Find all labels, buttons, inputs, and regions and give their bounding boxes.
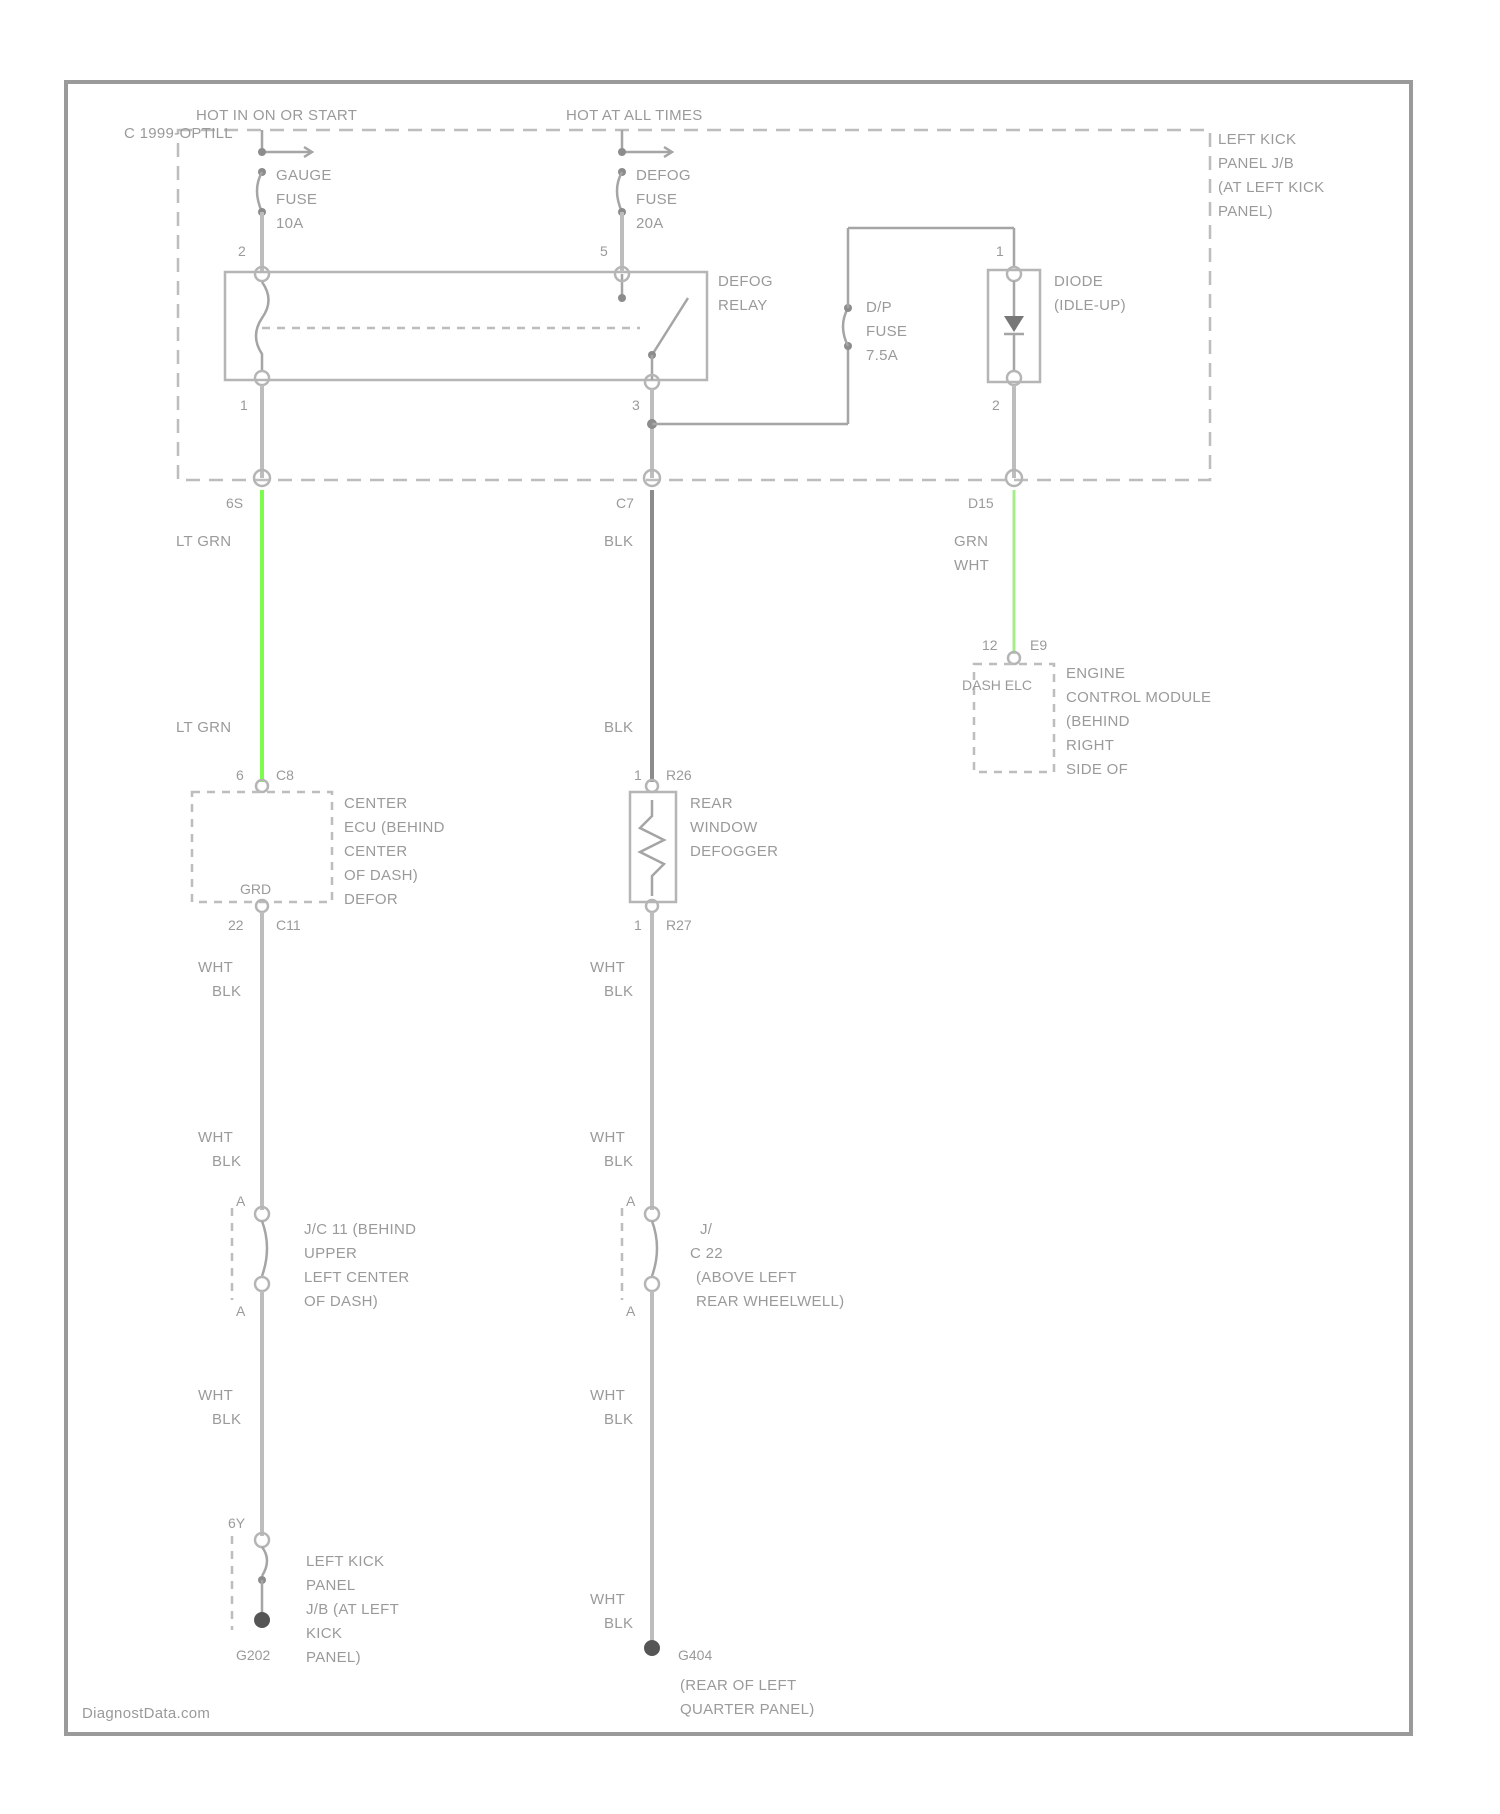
hot-run-start-label: HOT IN ON OR START — [196, 107, 357, 124]
junction-1-line-1: J/C 11 (BEHIND — [304, 1221, 416, 1238]
gauge-fuse-line-3: 10A — [276, 215, 304, 232]
jb-left-ref-label: C 1999-OPTILL — [124, 125, 233, 142]
jb-label-line-3: (AT LEFT KICK — [1218, 179, 1324, 196]
jb2-line-1: LEFT KICK — [306, 1553, 384, 1570]
wire-lt-grn-lower: LT GRN — [176, 719, 231, 736]
junction-1-line-3: LEFT CENTER — [304, 1269, 410, 1286]
ground-g202-label: G202 — [236, 1647, 270, 1663]
ground-g404-line-2: QUARTER PANEL) — [680, 1701, 815, 1718]
junction-2-line-3: (ABOVE LEFT — [696, 1269, 797, 1286]
ground-g404-label: G404 — [678, 1647, 712, 1663]
pin-relay-left: 1 — [240, 397, 248, 413]
pin-diode-top: 1 — [996, 243, 1004, 259]
defogger-line-1: REAR — [690, 795, 733, 812]
ground-g404-line-1: (REAR OF LEFT — [680, 1677, 796, 1694]
jb-label-line-4: PANEL) — [1218, 203, 1273, 220]
wire-right-2a: WHT — [590, 1129, 625, 1146]
center-ecu-line-1: CENTER — [344, 795, 407, 812]
pin-defogger-bottom: 1 — [634, 917, 642, 933]
junction-2-line-4: REAR WHEELWELL) — [696, 1293, 844, 1310]
jb-label-line-2: PANEL J/B — [1218, 155, 1294, 172]
gauge-fuse-line-1: GAUGE — [276, 167, 332, 184]
pin-j1-top: A — [236, 1193, 246, 1209]
hot-all-times-label: HOT AT ALL TIMES — [566, 107, 703, 124]
junction-2-line-1: J/ — [700, 1221, 713, 1238]
wire-left-2a: WHT — [198, 1129, 233, 1146]
center-ecu-line-2: ECU (BEHIND — [344, 819, 445, 836]
center-ecu-line-5: DEFOR — [344, 891, 398, 908]
pin-center-ecu: 6 — [236, 767, 244, 783]
pin-j1-bottom: A — [236, 1303, 246, 1319]
wire-right-3b: BLK — [604, 1411, 633, 1428]
wire-left-3b: BLK — [212, 1411, 241, 1428]
pin-center-ecu-out: 22 — [228, 917, 244, 933]
pin-defog-fuse: 5 — [600, 243, 608, 259]
pin-center-ecu-conn: C8 — [276, 767, 294, 783]
wire-right-4a: WHT — [590, 1591, 625, 1608]
wire-right-1a: WHT — [590, 959, 625, 976]
pin-jb-right: D15 — [968, 495, 994, 511]
wire-right-3a: WHT — [590, 1387, 625, 1404]
junction-1-line-2: UPPER — [304, 1245, 357, 1262]
dp-fuse-line-2: FUSE — [866, 323, 907, 340]
wire-left-1a: WHT — [198, 959, 233, 976]
pin-diode-bottom: 2 — [992, 397, 1000, 413]
center-ecu-inner: GRD — [240, 881, 271, 897]
wire-left-2b: BLK — [212, 1153, 241, 1170]
pin-jb-left: 6S — [226, 495, 243, 511]
wire-grn-wht-2: WHT — [954, 557, 989, 574]
wire-left-3a: WHT — [198, 1387, 233, 1404]
jb2-line-2: PANEL — [306, 1577, 356, 1594]
pin-defogger-top: 1 — [634, 767, 642, 783]
pin-ecm-conn: E9 — [1030, 637, 1047, 653]
center-ecu-line-4: OF DASH) — [344, 867, 418, 884]
pin-defogger-bottom-conn: R27 — [666, 917, 692, 933]
center-ecu-line-3: CENTER — [344, 843, 407, 860]
wire-grn-wht-1: GRN — [954, 533, 988, 550]
wire-right-2b: BLK — [604, 1153, 633, 1170]
gauge-fuse-line-2: FUSE — [276, 191, 317, 208]
junction-2-line-2: C 22 — [690, 1245, 723, 1262]
ecm-line-1: ENGINE — [1066, 665, 1125, 682]
pin-ecm: 12 — [982, 637, 998, 653]
relay-line-1: DEFOG — [718, 273, 773, 290]
jb-label-line-1: LEFT KICK — [1218, 131, 1296, 148]
wire-left-1b: BLK — [212, 983, 241, 1000]
dp-fuse-line-1: D/P — [866, 299, 892, 316]
pin-jb-mid: C7 — [616, 495, 634, 511]
pin-center-ecu-out-conn: C11 — [276, 917, 301, 933]
ecm-line-2: CONTROL MODULE — [1066, 689, 1211, 706]
wire-right-4b: BLK — [604, 1615, 633, 1632]
dp-fuse-line-3: 7.5A — [866, 347, 898, 364]
ecm-line-5: SIDE OF — [1066, 761, 1128, 778]
jb2-line-3: J/B (AT LEFT — [306, 1601, 399, 1618]
jb2-line-4: KICK — [306, 1625, 342, 1642]
watermark: DiagnostData.com — [82, 1705, 210, 1722]
diode-line-1: DIODE — [1054, 273, 1103, 290]
defog-fuse-line-2: FUSE — [636, 191, 677, 208]
diode-line-2: (IDLE-UP) — [1054, 297, 1126, 314]
wire-right-1b: BLK — [604, 983, 633, 1000]
defog-fuse-line-1: DEFOG — [636, 167, 691, 184]
defogger-line-3: DEFOGGER — [690, 843, 778, 860]
wire-lt-grn-upper: LT GRN — [176, 533, 231, 550]
defog-fuse-line-3: 20A — [636, 215, 664, 232]
pin-jb2: 6Y — [228, 1515, 246, 1531]
ecm-inner: DASH ELC — [962, 677, 1032, 693]
pin-relay-right: 3 — [632, 397, 640, 413]
ecm-line-3: (BEHIND — [1066, 713, 1130, 730]
jb2-line-5: PANEL) — [306, 1649, 361, 1666]
pin-defogger-top-conn: R26 — [666, 767, 692, 783]
junction-1-line-4: OF DASH) — [304, 1293, 378, 1310]
pin-gauge-fuse: 2 — [238, 243, 246, 259]
wire-blk-upper: BLK — [604, 533, 633, 550]
relay-line-2: RELAY — [718, 297, 768, 314]
wire-blk-lower: BLK — [604, 719, 633, 736]
pin-j2-top: A — [626, 1193, 636, 1209]
ecm-line-4: RIGHT — [1066, 737, 1114, 754]
pin-j2-bottom: A — [626, 1303, 636, 1319]
defogger-line-2: WINDOW — [690, 819, 758, 836]
